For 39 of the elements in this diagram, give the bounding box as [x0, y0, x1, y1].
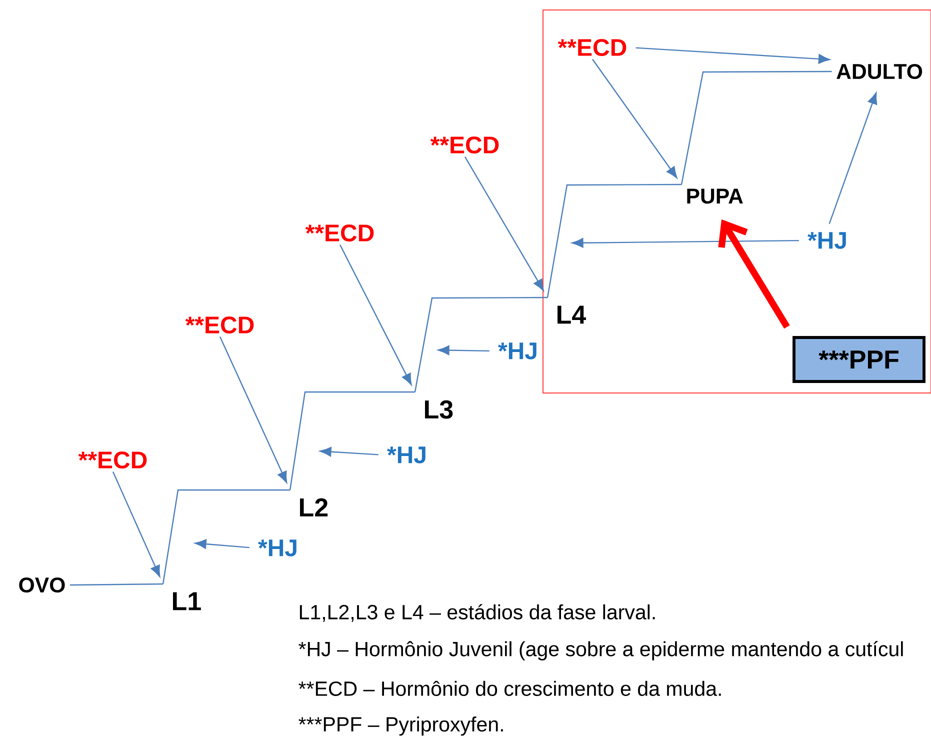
note-text: L1,L2,L3 e L4 – estádios da fase larval. [300, 604, 655, 622]
arrow [194, 539, 250, 549]
hormone-label: **ECD [78, 452, 147, 468]
note-text: **ECD – Hormônio do crescimento e da muda. [298, 680, 721, 696]
stage-line [414, 296, 548, 392]
arrow [636, 47, 830, 64]
arrow [718, 219, 790, 329]
note-text: *HJ – Hormônio Juvenil (age sobre a epiderme mantendo a cutícul [298, 641, 903, 660]
stage-label: L1 [173, 592, 201, 610]
hormone-label: *HJ [808, 232, 846, 249]
arrow [828, 92, 878, 224]
arrow [438, 345, 490, 356]
arrow [592, 58, 678, 178]
hormone-label: *HJ [387, 446, 426, 464]
hormone-label: *HJ [258, 540, 296, 556]
arrow [320, 446, 378, 457]
arrow [572, 238, 799, 248]
stage-label: L2 [300, 498, 328, 516]
stage-line [289, 391, 415, 490]
stage-label: L3 [425, 400, 453, 419]
arrow [464, 156, 544, 291]
ppf-box: ***PPF [792, 336, 926, 383]
hormone-label: **ECD [558, 39, 626, 56]
stage-label: ADULTO [836, 64, 922, 80]
hormone-label: **ECD [430, 136, 499, 154]
arrow [219, 336, 288, 484]
arrow [339, 244, 412, 386]
stage-label: PUPA [687, 188, 743, 204]
stage-label: L4 [558, 306, 586, 324]
stage-line [680, 70, 832, 185]
stage-line [546, 184, 682, 298]
stage-label: OVO [19, 577, 65, 593]
stage-line [70, 583, 163, 586]
hormone-label: *HJ [498, 342, 536, 360]
stage-line [162, 489, 290, 584]
hormone-label: **ECD [305, 224, 374, 242]
note-text: ***PPF – Pyriproxyfen. [298, 716, 503, 736]
arrow [112, 472, 160, 577]
hormone-label: **ECD [185, 316, 254, 334]
